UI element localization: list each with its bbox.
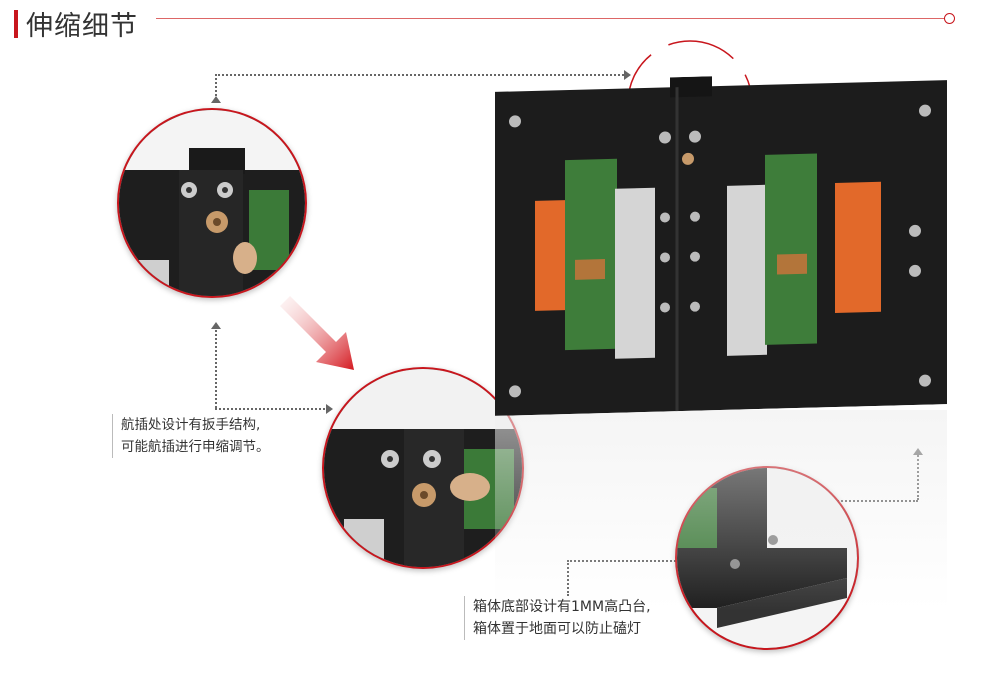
section-title: 伸缩细节 [26,11,138,42]
bottom-boss-caption-line2: 箱体置于地面可以防止磕灯 [473,621,641,637]
led-cabinet-image [495,76,947,416]
connector-top-vertical [215,74,217,100]
arrow-up-icon [211,322,221,329]
bottom-boss-caption-line1: 箱体底部设计有1MM高凸台, [473,599,651,615]
red-arrow-icon [280,296,354,370]
arrow-right-icon [624,70,631,80]
zoom-circle-wrench-handle [322,367,524,569]
connector-mid-vertical [215,326,217,408]
arrow-right-icon [326,404,333,414]
title-accent-bar [14,10,18,38]
bottom-boss-caption: 箱体底部设计有1MM高凸台, 箱体置于地面可以防止磕灯 [464,596,651,640]
wrench-handle-caption-line1: 航插处设计有扳手结构, [121,417,261,433]
panel-reflection [495,410,947,610]
connector-mid-horizontal [215,408,329,410]
wrench-handle-caption: 航插处设计有扳手结构, 可能航插进行申缩调节。 [112,414,270,458]
wrench-handle-caption-line2: 可能航插进行申缩调节。 [121,439,270,455]
connector-top-horizontal [215,74,627,76]
title-divider-end-dot [944,13,955,24]
zoom-circle-connector-top [117,108,307,298]
arrow-up-icon [211,96,221,103]
title-divider [156,18,946,19]
